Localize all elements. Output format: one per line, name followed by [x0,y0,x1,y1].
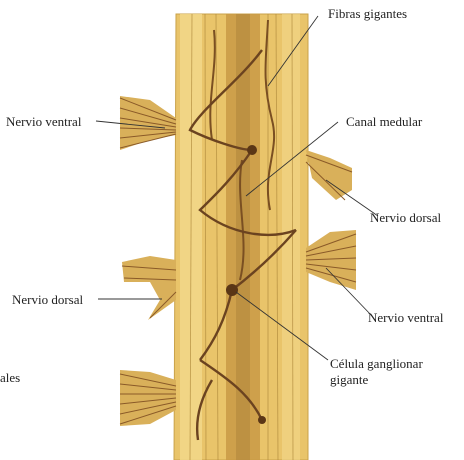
ventral-nerve-left-upper [120,96,176,150]
ganglion-cell-upper [247,145,257,155]
ganglion-cell-middle [226,284,238,296]
ventral-nerve-left-lower [120,370,176,426]
label-celula-ganglionar: Célula ganglionar [330,356,423,371]
label-canal-medular: Canal medular [346,114,422,129]
label-fragment-left: ales [0,370,20,385]
label-nervio-dorsal-left: Nervio dorsal [12,292,83,307]
label-fibras-gigantes: Fibras gigantes [328,6,407,21]
label-nervio-ventral-right: Nervio ventral [368,310,443,325]
dorsal-nerve-left-middle [122,256,176,320]
nerve-cord [174,14,308,460]
dorsal-nerve-right-upper [306,150,352,200]
ventral-nerve-right-middle [306,230,356,290]
label-nervio-dorsal-right: Nervio dorsal [370,210,441,225]
ganglion-cell-lower [258,416,266,424]
label-nervio-ventral-left: Nervio ventral [6,114,81,129]
label-celula-gigante: gigante [330,372,368,387]
